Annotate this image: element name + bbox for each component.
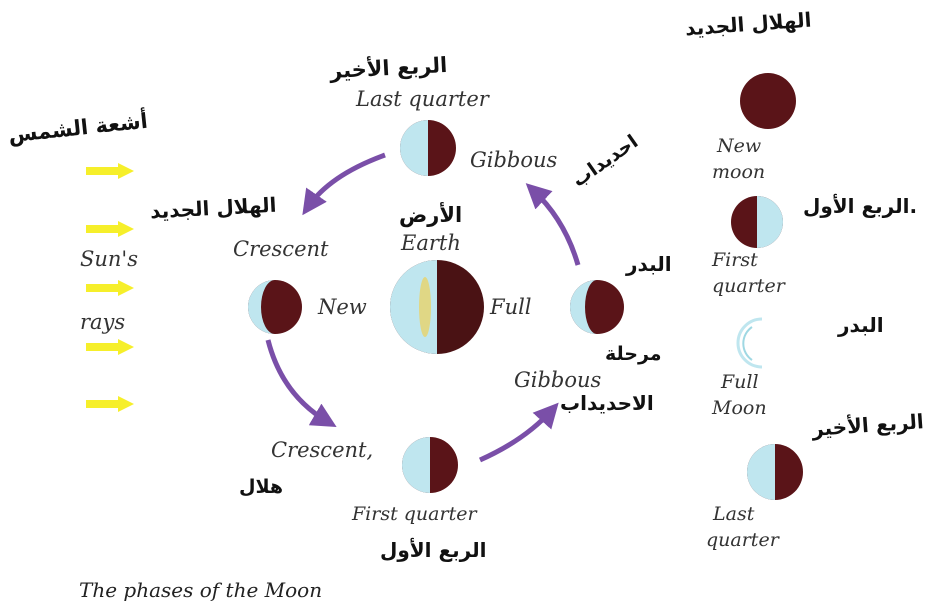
moon-full-gibbous-orbit (570, 280, 624, 334)
legend-first-quarter-label-en-1: First (712, 249, 758, 271)
legend-full-moon-label-en-1: Full (721, 371, 759, 393)
legend-moon-new (740, 73, 796, 129)
first-quarter-label-en: First quarter (352, 503, 477, 525)
sun-ray-arrow (86, 339, 134, 355)
sun-ray-arrow (86, 221, 134, 237)
full-phase-label: Full (490, 295, 532, 319)
legend-last-quarter-label-en-1: Last (713, 503, 755, 525)
crescent-bottom-label-ar: هلال (239, 476, 284, 498)
legend-full-moon-label-ar: البدر (838, 313, 884, 337)
legend-new-moon-label-en-1: New (717, 135, 762, 157)
full-phase-label-ar: البدر (626, 252, 672, 276)
gibbous-bottom-label-ar-1: مرحلة (605, 343, 662, 365)
gibbous-bottom-label-ar-2: الاحديداب (560, 391, 654, 415)
orbit-arrow (265, 339, 337, 428)
legend-first-quarter-label-en-2: quarter (712, 275, 785, 297)
orbit-arrows (265, 152, 581, 463)
legend-moon-full (736, 317, 786, 369)
earth-label-en: Earth (401, 231, 461, 255)
legend-new-moon-label-en-2: moon (712, 161, 766, 183)
gibbous-bottom-label-en: Gibbous (514, 368, 602, 392)
last-quarter-label-en: Last quarter (356, 87, 489, 111)
crescent-top-label-en: Crescent (233, 237, 329, 261)
moon-last-quarter-orbit (400, 120, 456, 176)
sun-rays (86, 163, 134, 412)
orbit-arrow (525, 183, 581, 266)
crescent-bottom-label-en: Crescent, (271, 438, 374, 462)
sun-rays-label-en-2: rays (80, 310, 126, 334)
gibbous-top-label-en: Gibbous (470, 148, 558, 172)
orbit-arrow (302, 152, 386, 216)
legend-moon-last-quarter (747, 444, 803, 500)
legend-first-quarter-label-ar: .الربع الأول (803, 194, 918, 218)
earth-globe (390, 260, 484, 354)
legend-moon-first-quarter (731, 196, 783, 248)
crescent-top-label-ar: الهلال الجديد (149, 192, 278, 224)
moon-new-crescent-orbit (248, 280, 302, 334)
legend-full-moon-label-en-2: Moon (712, 397, 767, 419)
sun-ray-arrow (86, 163, 134, 179)
sun-ray-arrow (86, 280, 134, 296)
moon-first-quarter-orbit (402, 437, 458, 493)
orbit-arrow (478, 402, 559, 463)
first-quarter-label-ar: الربع الأول (380, 538, 487, 562)
earth-label-ar: الأرض (399, 203, 463, 227)
diagram-caption: The phases of the Moon (79, 578, 323, 602)
sun-ray-arrow (86, 396, 134, 412)
legend-last-quarter-label-en-2: quarter (706, 529, 779, 551)
sun-rays-label-en-1: Sun's (80, 247, 138, 271)
new-phase-label: New (318, 295, 367, 319)
